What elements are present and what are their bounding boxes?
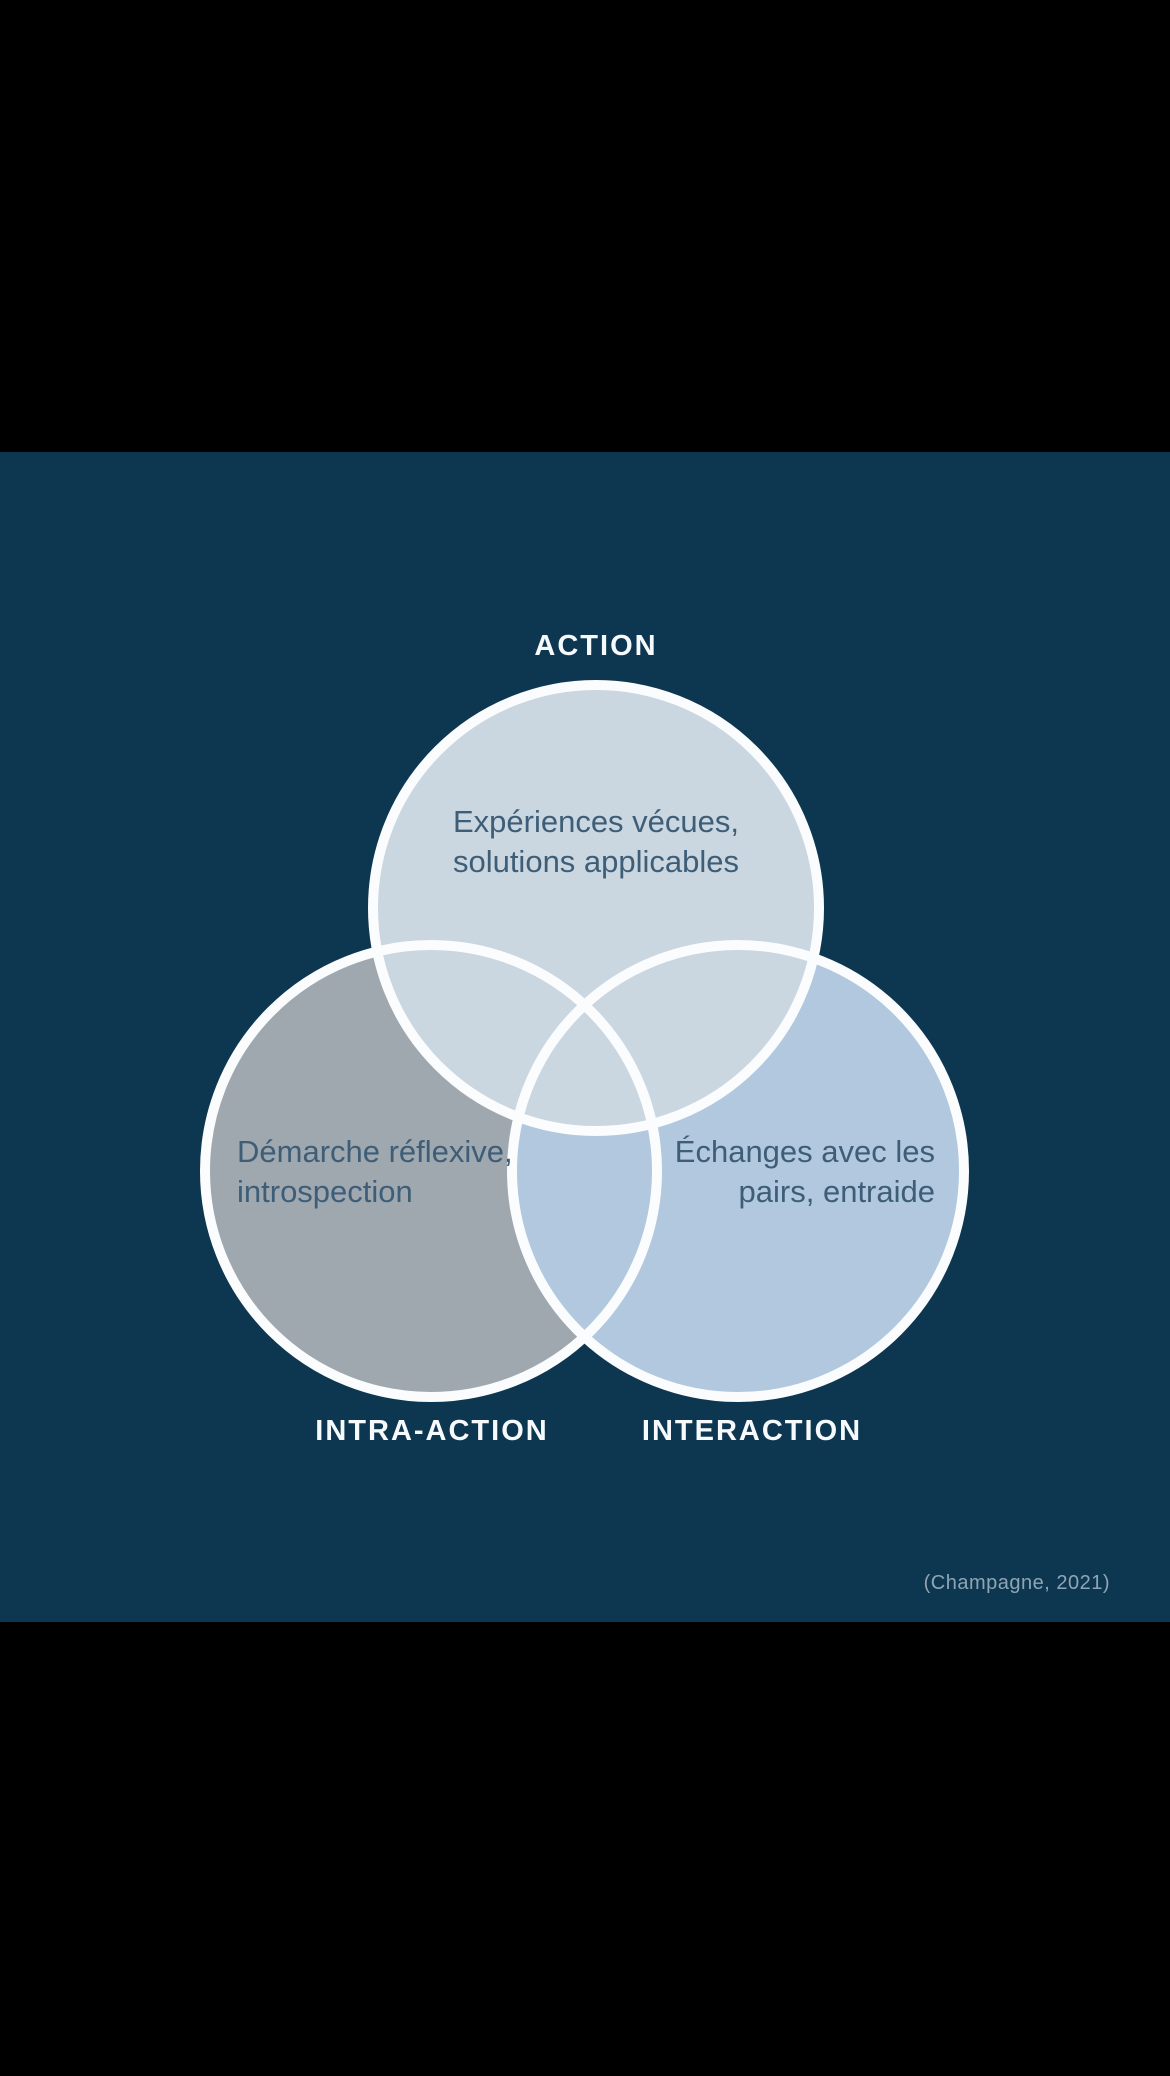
- intra-action-circle-ring: [200, 940, 662, 1402]
- action-circle-ring: [368, 680, 824, 1136]
- venn-diagram: [200, 680, 969, 1402]
- venn-diagram-slide: ACTION Expériences vécues, solutions app…: [0, 452, 1170, 1622]
- interaction-circle-text-line2: pairs, entraide: [738, 1174, 935, 1209]
- letterbox-top: [0, 0, 1170, 452]
- interaction-circle-ring: [507, 940, 969, 1402]
- intra-action-label: INTRA-ACTION: [315, 1415, 549, 1447]
- action-circle-text-line2: solutions applicables: [452, 844, 740, 879]
- interaction-circle-text-line1: Échanges avec les: [674, 1134, 935, 1169]
- interaction-circle-text: Échanges avec les pairs, entraide: [595, 1132, 935, 1212]
- action-circle: [373, 685, 819, 1131]
- action-circle-text-line1: Expériences vécues,: [452, 804, 740, 839]
- intra-action-circle-text-line2: introspection: [237, 1174, 413, 1209]
- intra-action-circle-text: Démarche réflexive, introspection: [237, 1132, 577, 1212]
- citation: (Champagne, 2021): [923, 1572, 1110, 1594]
- intra-action-circle-text-line1: Démarche réflexive,: [237, 1134, 513, 1169]
- interaction-label: INTERACTION: [641, 1415, 863, 1447]
- action-label: ACTION: [534, 630, 658, 662]
- action-circle-text: Expériences vécues, solutions applicable…: [346, 802, 846, 882]
- letterbox-bottom: [0, 1622, 1170, 2076]
